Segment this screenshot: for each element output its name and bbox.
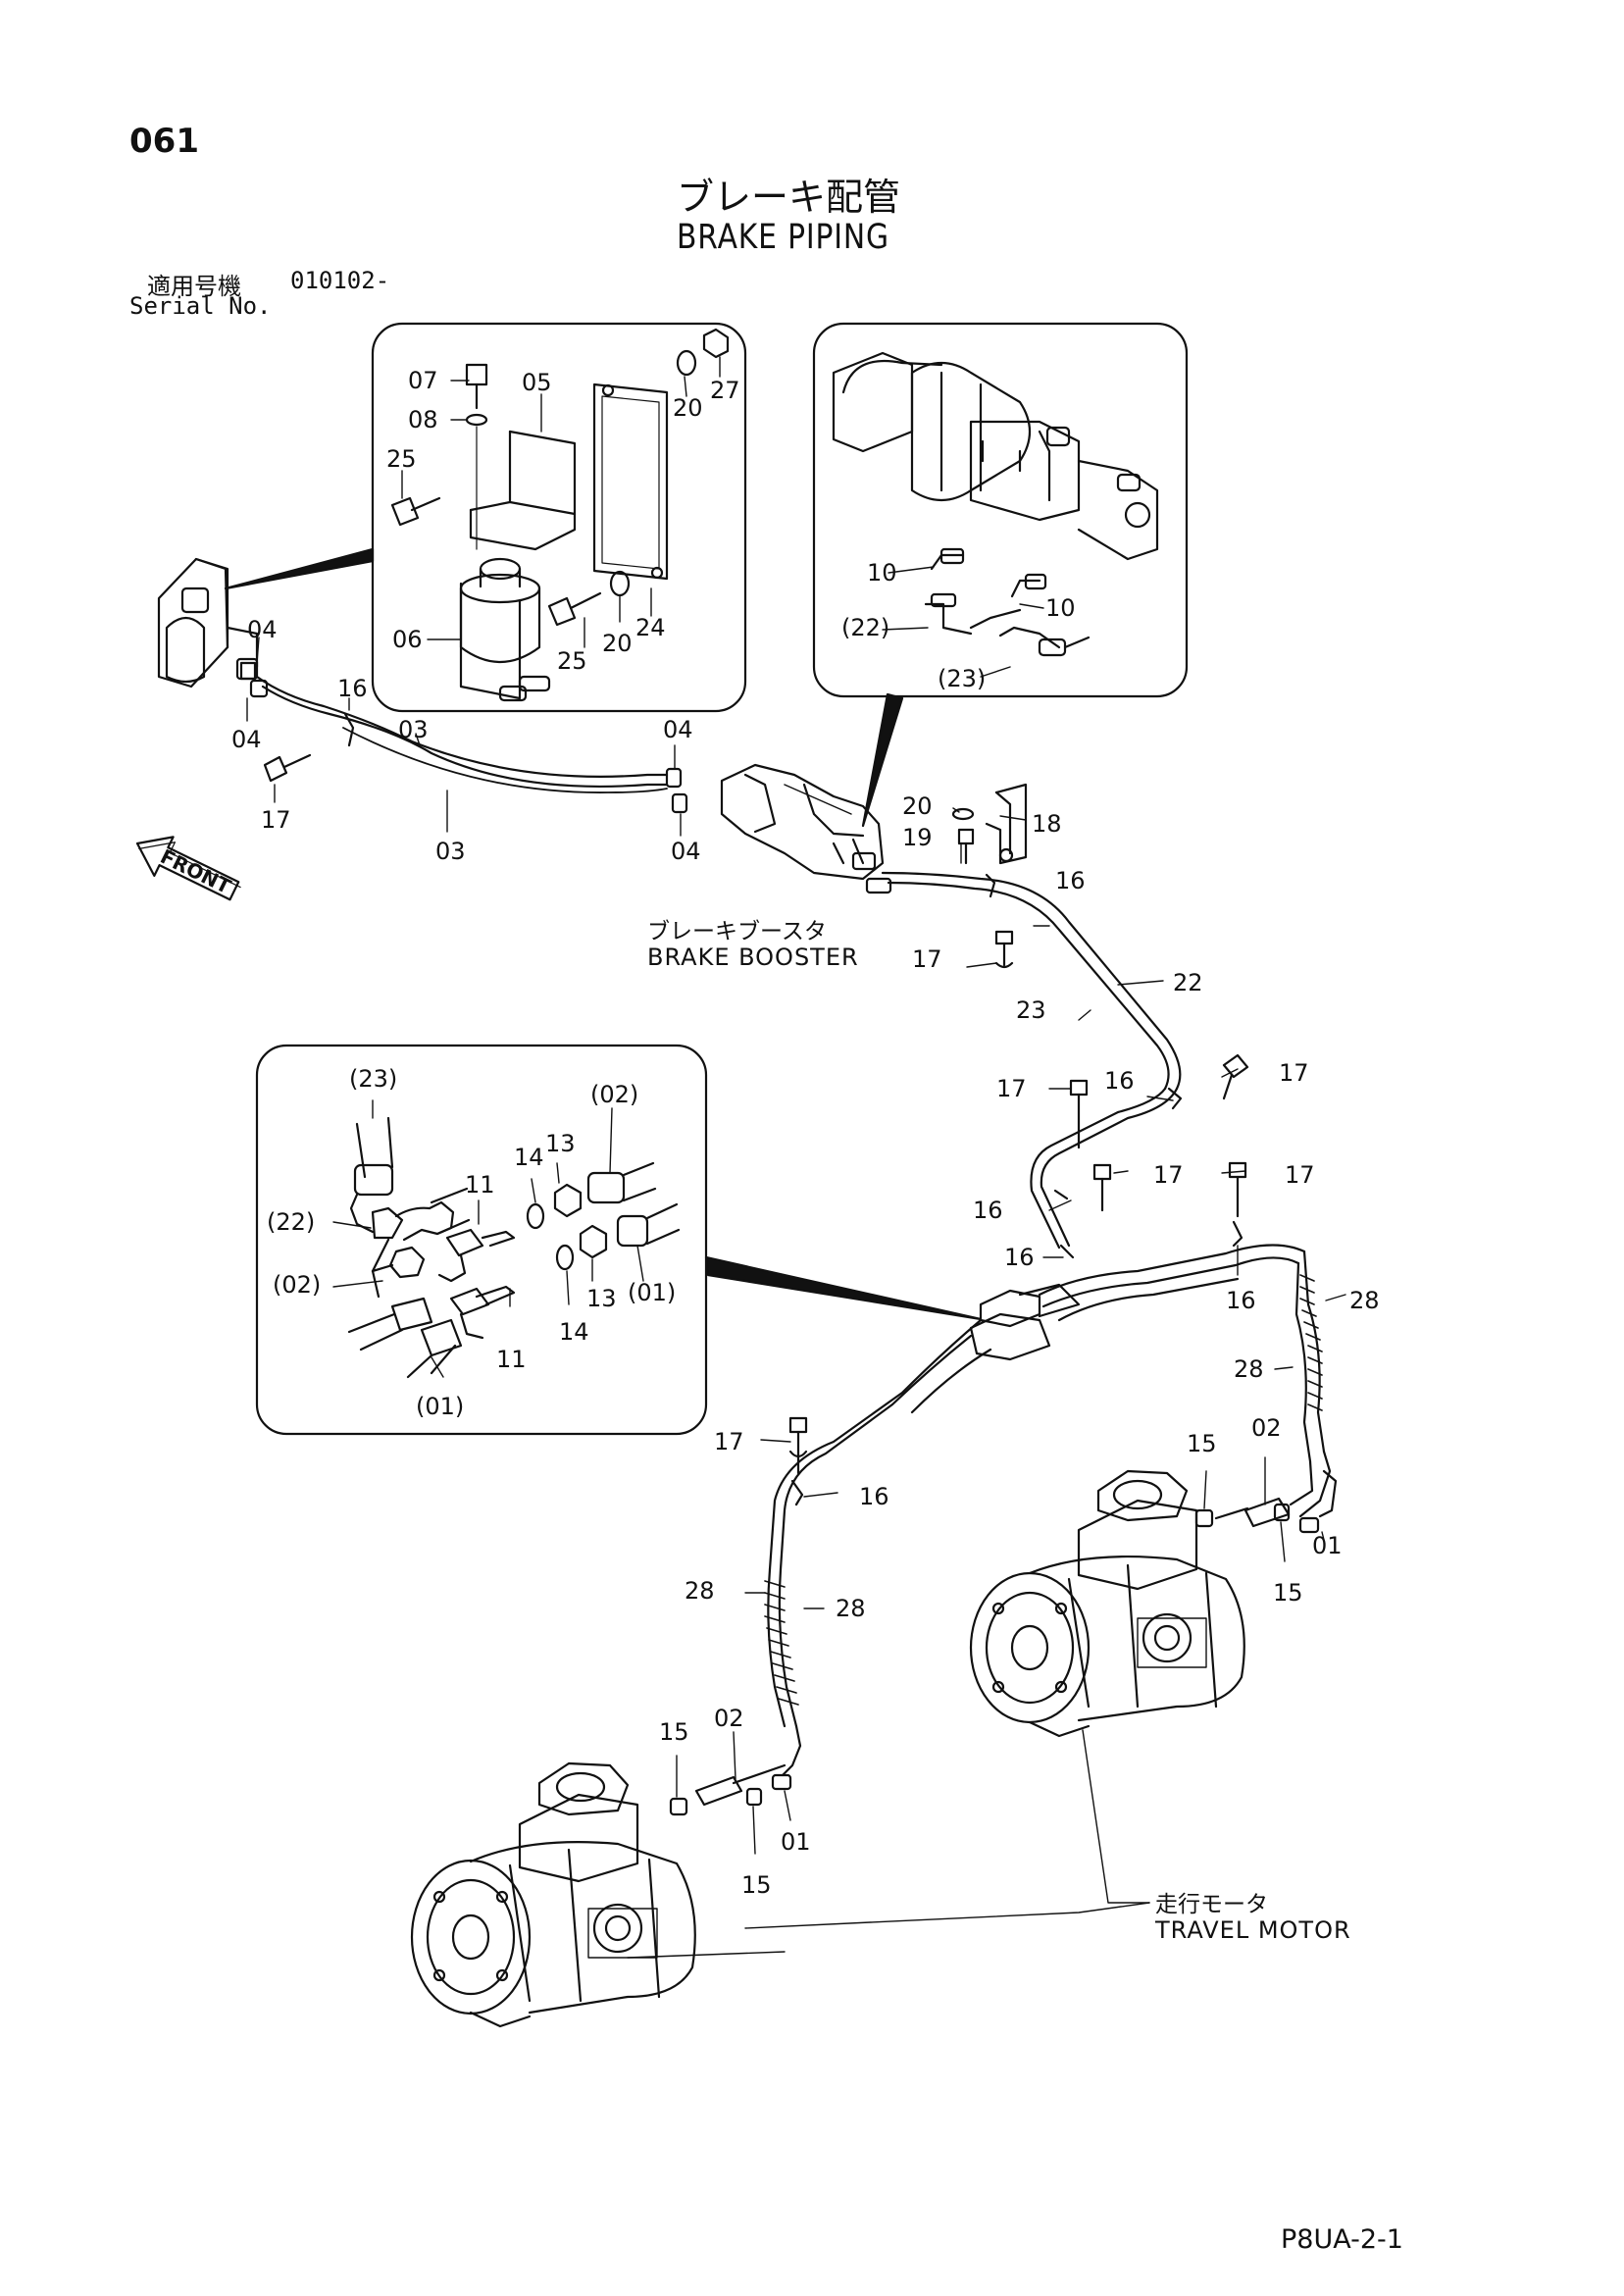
callout-22: (22) (841, 614, 889, 641)
callout-17: 17 (261, 806, 291, 834)
callout-15: 15 (659, 1718, 689, 1746)
callout-04: 04 (247, 616, 278, 643)
callout-25: 25 (557, 647, 587, 675)
callout-17: 17 (996, 1075, 1027, 1102)
page-title: BRAKE PIPING (677, 218, 889, 257)
travel-motor-label-japanese: 走行モータ (1155, 1892, 1268, 1917)
callout-13: 13 (545, 1130, 576, 1157)
callout-22: (22) (267, 1208, 315, 1236)
callout-01: (01) (416, 1393, 464, 1420)
drawing-code: P8UA-2-1 (1281, 2224, 1403, 2255)
callout-16: 16 (859, 1483, 889, 1510)
callout-10: 10 (1045, 594, 1076, 622)
callout-17: 17 (714, 1428, 744, 1455)
callout-03: 03 (435, 838, 466, 865)
callout-28: 28 (685, 1577, 715, 1605)
callout-04: 04 (231, 726, 262, 753)
callout-02: (02) (273, 1271, 321, 1299)
callout-28: 28 (1349, 1287, 1380, 1314)
callout-13: 13 (586, 1285, 617, 1312)
callout-16: 16 (1055, 867, 1086, 894)
callout-16: 16 (1226, 1287, 1256, 1314)
callout-05: 05 (522, 369, 552, 396)
callout-15: 15 (1273, 1579, 1303, 1607)
callout-23: 23 (1016, 996, 1046, 1024)
callout-19: 19 (902, 824, 933, 851)
callout-17: 17 (1153, 1161, 1184, 1189)
page-number: 061 (129, 122, 199, 161)
callout-07: 07 (408, 367, 438, 394)
callout-01: (01) (628, 1279, 676, 1306)
callout-17: 17 (1279, 1059, 1309, 1087)
serial-label-japanese: 適用号機 (147, 273, 241, 300)
front-arrow-icon (135, 836, 241, 901)
callout-28: 28 (836, 1595, 866, 1622)
callout-16: 16 (1104, 1067, 1135, 1095)
front-label: FRONT (157, 844, 235, 898)
callout-14: 14 (514, 1144, 544, 1171)
callout-02: (02) (590, 1081, 638, 1108)
travel-motor-label: TRAVEL MOTOR (1155, 1916, 1351, 1944)
callout-17: 17 (1285, 1161, 1315, 1189)
callout-16: 16 (1004, 1244, 1035, 1271)
brake-booster-label-japanese: ブレーキブースタ (647, 919, 827, 944)
callout-16: 16 (973, 1197, 1003, 1224)
callout-25: 25 (386, 445, 417, 473)
callout-20: 20 (673, 394, 703, 422)
callout-27: 27 (710, 377, 740, 404)
serial-number-value: 010102- (290, 267, 390, 294)
callout-08: 08 (408, 406, 438, 434)
callout-18: 18 (1032, 810, 1062, 838)
callout-04: 04 (671, 838, 701, 865)
callout-02: 02 (1251, 1414, 1282, 1442)
travel-motor-left (410, 1761, 696, 2028)
callout-16: 16 (337, 675, 368, 702)
serial-label: Serial No. (129, 292, 272, 320)
callout-06: 06 (392, 626, 423, 653)
brake-booster-label: BRAKE BOOSTER (647, 944, 859, 971)
detail-box-solenoid (371, 322, 747, 713)
callout-28: 28 (1234, 1355, 1264, 1383)
callout-11: 11 (465, 1171, 495, 1199)
callout-01: 01 (1312, 1532, 1343, 1559)
callout-17: 17 (912, 945, 942, 973)
callout-20: 20 (602, 630, 633, 657)
callout-01: 01 (781, 1828, 811, 1856)
callout-03: 03 (398, 716, 429, 743)
callout-24: 24 (635, 614, 666, 641)
travel-motor-right (969, 1469, 1245, 1738)
callout-15: 15 (1187, 1430, 1217, 1457)
callout-22: 22 (1173, 969, 1203, 996)
callout-14: 14 (559, 1318, 589, 1346)
callout-11: 11 (496, 1346, 527, 1373)
callout-10: 10 (867, 559, 897, 587)
detail-box-booster (812, 322, 1189, 698)
callout-23: (23) (938, 665, 986, 692)
callout-23: (23) (349, 1065, 397, 1093)
callout-15: 15 (741, 1871, 772, 1899)
detail-box-hose-joints (255, 1044, 708, 1436)
callout-20: 20 (902, 792, 933, 820)
callout-04: 04 (663, 716, 693, 743)
callout-02: 02 (714, 1705, 744, 1732)
page-title-japanese: ブレーキ配管 (677, 176, 901, 219)
